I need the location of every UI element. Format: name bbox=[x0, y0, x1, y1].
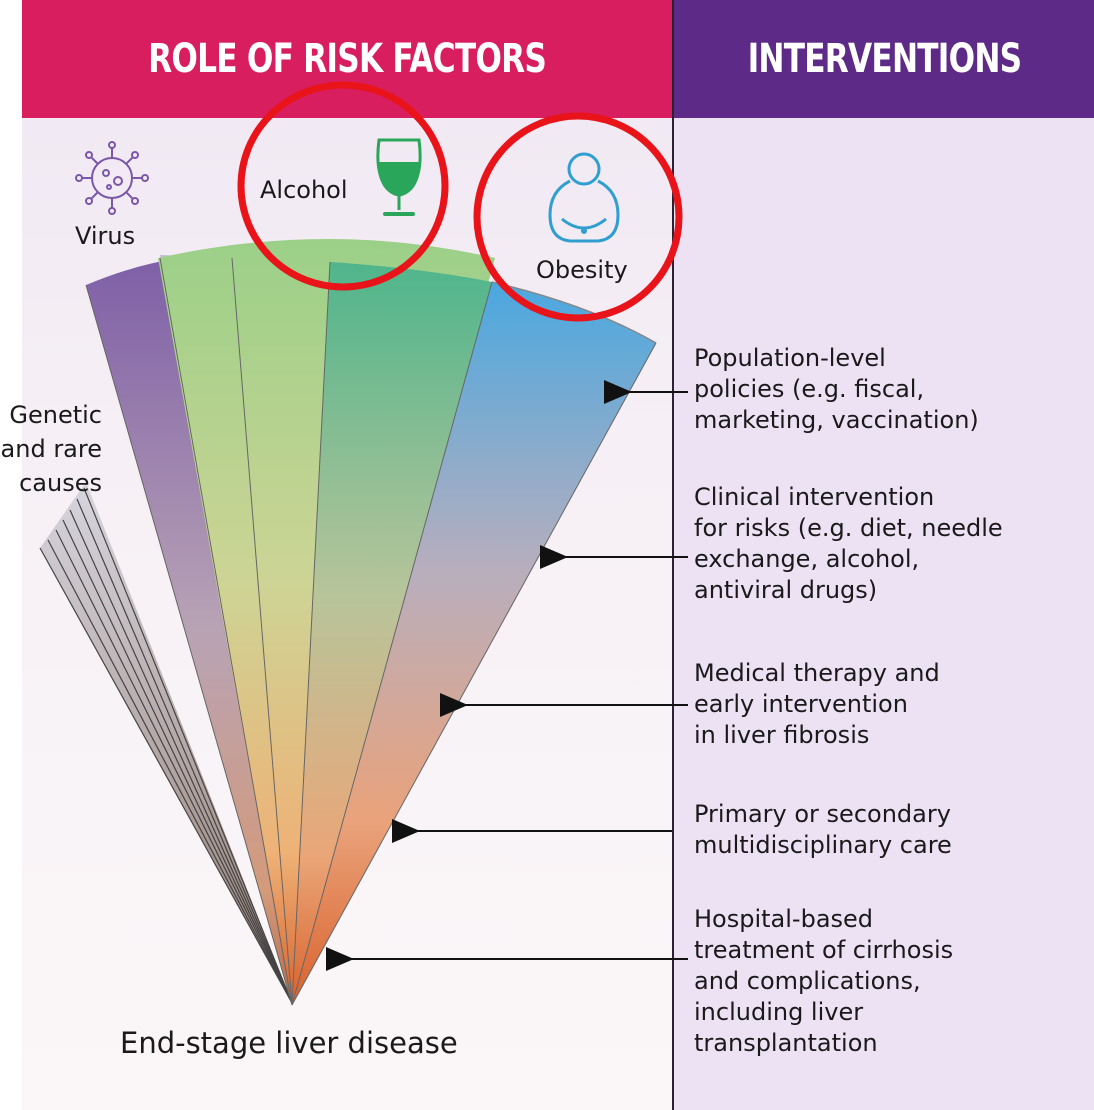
risk-factors-title: ROLE OF RISK FACTORS bbox=[148, 36, 548, 82]
obesity-label: Obesity bbox=[536, 256, 628, 284]
intervention-hospital-based: Hospital-based treatment of cirrhosis an… bbox=[694, 905, 954, 1057]
intervention-multidisciplinary-care: Primary or secondary multidisciplinary c… bbox=[694, 800, 952, 859]
alcohol-highlight-circle bbox=[237, 81, 449, 291]
genetic-causes-stripes bbox=[39, 482, 293, 1004]
virus-icon bbox=[75, 141, 149, 215]
alcohol-label: Alcohol bbox=[260, 176, 348, 204]
genetic-causes-label: Genetic and rare causes bbox=[0, 401, 102, 497]
risk-factors-header: ROLE OF RISK FACTORS bbox=[22, 0, 673, 118]
obesity-band-blue bbox=[292, 282, 656, 1005]
intervention-medical-therapy: Medical therapy and early intervention i… bbox=[694, 659, 940, 749]
obesity-band-teal bbox=[292, 262, 492, 1005]
interventions-panel bbox=[674, 118, 1094, 1110]
obesity-figure-icon bbox=[548, 152, 620, 243]
interventions-header: INTERVENTIONS bbox=[674, 0, 1094, 118]
interventions-title: INTERVENTIONS bbox=[747, 36, 1022, 82]
column-divider bbox=[672, 0, 674, 1110]
obesity-highlight-circle bbox=[473, 112, 683, 322]
intervention-population-level: Population-level policies (e.g. fiscal, … bbox=[694, 344, 979, 434]
intervention-clinical: Clinical intervention for risks (e.g. di… bbox=[694, 483, 1003, 604]
virus-label: Virus bbox=[75, 222, 136, 250]
end-stage-liver-disease-label: End-stage liver disease bbox=[120, 1026, 458, 1060]
wine-glass-icon bbox=[376, 138, 422, 216]
intervention-arrows bbox=[326, 380, 688, 971]
